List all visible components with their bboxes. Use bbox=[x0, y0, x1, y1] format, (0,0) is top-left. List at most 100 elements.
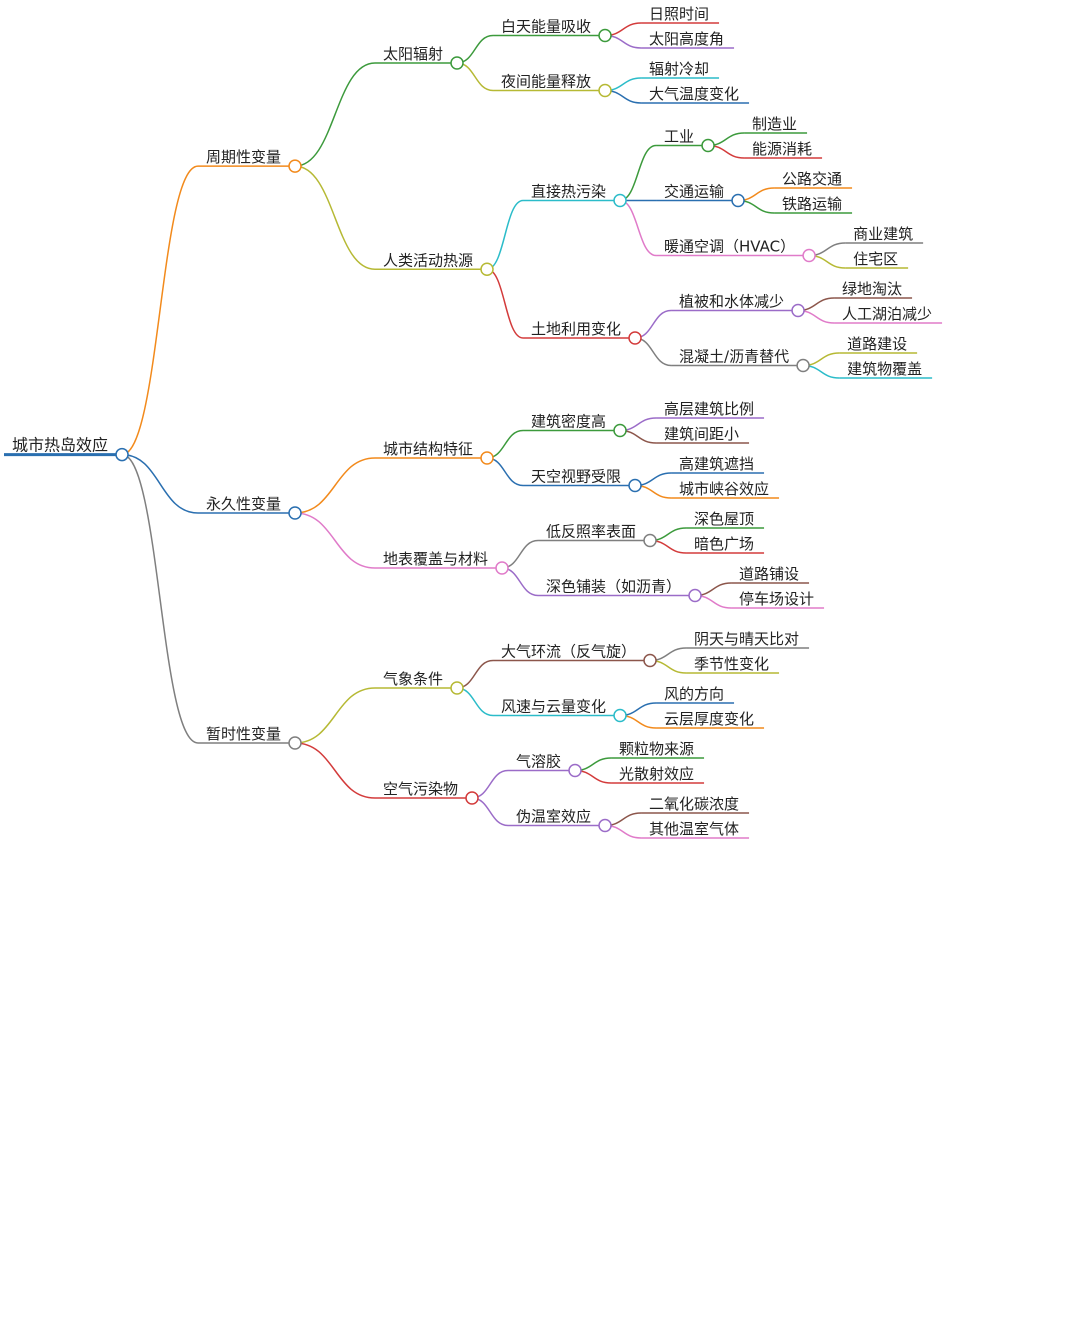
mindmap-root-label: 城市热岛效应 bbox=[12, 436, 108, 455]
node-collapse-toggle[interactable] bbox=[480, 451, 494, 465]
mindmap-node-label: 季节性变化 bbox=[694, 655, 769, 673]
mindmap-labels: 城市热岛效应周期性变量太阳辐射白天能量吸收日照时间太阳高度角夜间能量释放辐射冷却… bbox=[12, 5, 932, 838]
node-collapse-toggle[interactable] bbox=[288, 506, 302, 520]
node-collapse-toggle[interactable] bbox=[731, 193, 745, 208]
node-collapse-toggle[interactable] bbox=[796, 358, 810, 373]
mindmap-node-label: 风的方向 bbox=[664, 685, 724, 703]
mindmap-node-label: 能源消耗 bbox=[752, 140, 812, 158]
mindmap-edge bbox=[456, 34, 494, 64]
mindmap-node-label: 工业 bbox=[664, 128, 694, 146]
mindmap-node-label: 暖通空调（HVAC） bbox=[664, 238, 795, 256]
node-collapse-toggle[interactable] bbox=[480, 262, 494, 276]
node-collapse-toggle[interactable] bbox=[568, 763, 582, 778]
mindmap-node-label: 大气温度变化 bbox=[649, 85, 739, 103]
node-collapse-toggle[interactable] bbox=[688, 588, 702, 603]
mindmap-node-label: 伪温室效应 bbox=[516, 808, 591, 826]
node-collapse-toggle[interactable] bbox=[288, 736, 302, 750]
mindmap-edge bbox=[486, 429, 524, 459]
node-collapse-toggle[interactable] bbox=[643, 653, 657, 668]
mindmap-node-label: 停车场设计 bbox=[739, 590, 814, 608]
node-collapse-toggle[interactable] bbox=[628, 478, 642, 493]
mindmap-node-label: 公路交通 bbox=[782, 170, 842, 188]
mindmap-node-label: 商业建筑 bbox=[853, 225, 913, 243]
mindmap-node-label: 辐射冷却 bbox=[649, 60, 709, 78]
node-collapse-toggle[interactable] bbox=[465, 791, 479, 805]
node-collapse-toggle[interactable] bbox=[598, 28, 612, 43]
mindmap-edge bbox=[486, 199, 524, 270]
mindmap-edge bbox=[456, 687, 494, 717]
mindmap-edge bbox=[295, 457, 376, 514]
node-collapse-toggle[interactable] bbox=[115, 447, 129, 462]
mindmap-node-label: 气象条件 bbox=[383, 670, 443, 688]
mindmap-node-label: 太阳高度角 bbox=[649, 30, 724, 48]
node-collapse-toggle[interactable] bbox=[701, 138, 715, 153]
mindmap-node-label: 空气污染物 bbox=[383, 780, 458, 798]
mindmap-edge bbox=[471, 797, 509, 827]
mindmap-node-label: 混凝土/沥青替代 bbox=[679, 348, 789, 366]
mindmap-edge bbox=[456, 62, 494, 92]
mindmap-edge bbox=[619, 199, 657, 257]
mindmap-node-label: 云层厚度变化 bbox=[664, 710, 754, 728]
mindmap-edge bbox=[295, 512, 376, 569]
node-collapse-toggle[interactable] bbox=[628, 331, 642, 345]
mindmap-node-label: 其他温室气体 bbox=[649, 820, 739, 838]
mindmap-node-label: 太阳辐射 bbox=[383, 45, 443, 63]
mindmap-node-label: 直接热污染 bbox=[531, 183, 606, 201]
node-collapse-toggle[interactable] bbox=[643, 533, 657, 548]
mindmap-node-label: 高层建筑比例 bbox=[664, 400, 754, 418]
mindmap-edge bbox=[294, 165, 376, 270]
mindmap-node-label: 建筑间距小 bbox=[664, 425, 739, 443]
mindmap-edge bbox=[122, 453, 199, 514]
mindmap-node-label: 城市峡谷效应 bbox=[679, 480, 769, 498]
mindmap-edge bbox=[634, 309, 672, 339]
node-collapse-toggle[interactable] bbox=[598, 818, 612, 833]
mindmap-node-label: 道路建设 bbox=[847, 335, 907, 353]
mindmap-edge bbox=[471, 769, 509, 799]
mindmap-node-label: 高建筑遮挡 bbox=[679, 455, 754, 473]
mindmap-node-label: 地表覆盖与材料 bbox=[383, 550, 488, 568]
mindmap-node-label: 风速与云量变化 bbox=[501, 698, 606, 716]
node-collapse-toggle[interactable] bbox=[450, 681, 464, 695]
mindmap-node-label: 铁路运输 bbox=[782, 195, 842, 213]
mindmap-node-label: 绿地淘汰 bbox=[842, 280, 902, 298]
mindmap-node-label: 道路铺设 bbox=[739, 565, 799, 583]
node-collapse-toggle[interactable] bbox=[802, 248, 816, 263]
node-collapse-toggle[interactable] bbox=[288, 159, 302, 173]
mindmap-node-label: 白天能量吸收 bbox=[501, 18, 591, 36]
mindmap-edge bbox=[121, 165, 199, 456]
mindmap-node-label: 日照时间 bbox=[649, 5, 709, 23]
mindmap-node-label: 建筑物覆盖 bbox=[847, 360, 922, 378]
mindmap-node-label: 暗色广场 bbox=[694, 535, 754, 553]
node-collapse-toggle[interactable] bbox=[613, 708, 627, 723]
mindmap-node-label: 光散射效应 bbox=[619, 765, 694, 783]
mindmap-connectors bbox=[115, 28, 816, 833]
node-collapse-toggle[interactable] bbox=[613, 193, 627, 208]
mindmap-edge bbox=[121, 453, 199, 744]
mindmap-node-label: 低反照率表面 bbox=[546, 523, 636, 541]
node-collapse-toggle[interactable] bbox=[598, 83, 612, 98]
mindmap-node-label: 气溶胶 bbox=[516, 753, 561, 771]
mindmap-edge bbox=[295, 687, 376, 744]
mindmap-edge bbox=[456, 659, 494, 689]
mindmap-edge bbox=[486, 268, 524, 339]
mindmap-node-label: 大气环流（反气旋） bbox=[501, 643, 636, 661]
mindmap-node-label: 天空视野受限 bbox=[531, 468, 621, 486]
mindmap-node-label: 植被和水体减少 bbox=[679, 293, 784, 311]
mindmap-node-label: 周期性变量 bbox=[206, 148, 281, 166]
node-collapse-toggle[interactable] bbox=[450, 56, 464, 70]
mindmap-node-label: 深色铺装（如沥青） bbox=[546, 578, 681, 596]
mindmap-node-label: 阴天与晴天比对 bbox=[694, 630, 799, 648]
node-collapse-toggle[interactable] bbox=[495, 561, 509, 575]
node-collapse-toggle[interactable] bbox=[791, 303, 805, 318]
mindmap-node-label: 深色屋顶 bbox=[694, 510, 754, 528]
mindmap-node-label: 二氧化碳浓度 bbox=[649, 795, 739, 813]
mindmap-node-label: 住宅区 bbox=[853, 250, 898, 268]
mindmap-edge bbox=[501, 567, 539, 597]
mindmap-node-label: 交通运输 bbox=[664, 183, 724, 201]
mindmap-node-label: 城市结构特征 bbox=[383, 440, 473, 458]
node-collapse-toggle[interactable] bbox=[613, 423, 627, 438]
mindmap-node-label: 人工湖泊减少 bbox=[842, 305, 932, 323]
mindmap-node-label: 颗粒物来源 bbox=[619, 740, 694, 758]
mindmap-edge bbox=[501, 539, 539, 569]
mindmap-edge bbox=[486, 457, 524, 487]
